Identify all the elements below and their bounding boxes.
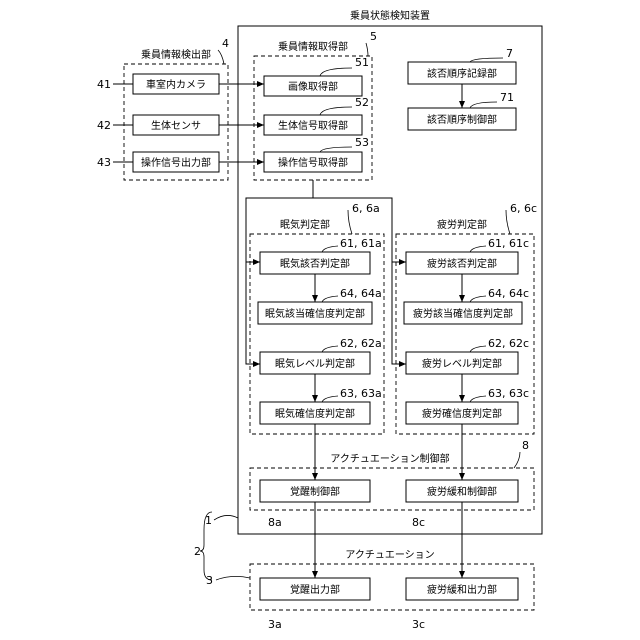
- acquirer-operation-label: 操作信号取得部: [278, 156, 348, 169]
- fatigue-confidence-ref: 63, 63c: [488, 387, 529, 400]
- detection-group-leader: [218, 50, 224, 64]
- order-record-label: 該否順序記録部: [427, 67, 497, 80]
- fatigue-group-ref: 6, 6c: [510, 202, 537, 215]
- actuation-ref: 3: [206, 574, 213, 587]
- sensor-bio-ref: 42: [97, 119, 111, 132]
- drowsiness-level-ref: 62, 62a: [340, 337, 382, 350]
- acquirer-operation-ref: 53: [355, 136, 369, 149]
- drowsiness-presence-ref: 61, 61a: [340, 237, 382, 250]
- sensor-operation-label: 操作信号出力部: [141, 156, 211, 169]
- drowsiness-presence-confidence-ref: 64, 64a: [340, 287, 382, 300]
- order-control-ref: 71: [500, 91, 514, 104]
- actuation-control-ref: 8: [522, 439, 529, 452]
- acquirer-bio-label: 生体信号取得部: [278, 119, 348, 132]
- device-title: 乗員状態検知装置: [350, 9, 430, 22]
- drowsiness-confidence-label: 眠気確信度判定部: [275, 407, 355, 420]
- sensor-camera-ref: 41: [97, 78, 111, 91]
- drowsiness-presence-label: 眠気該否判定部: [280, 257, 350, 270]
- awakening-output-ref: 3a: [268, 618, 282, 631]
- fatigue-presence-label: 疲労該否判定部: [427, 257, 497, 270]
- actuation-control-title: アクチュエーション制御部: [330, 452, 449, 465]
- fatigue-level-label: 疲労レベル判定部: [422, 357, 502, 370]
- order-record-ref: 7: [506, 47, 513, 60]
- order-control-label: 該否順序制御部: [427, 113, 497, 126]
- actuation-title: アクチュエーション: [345, 549, 434, 561]
- fatigue-relief-control-label: 疲労緩和制御部: [427, 485, 497, 498]
- drowsiness-group-title: 眠気判定部: [280, 218, 330, 231]
- detection-group-ref: 4: [222, 37, 229, 50]
- fatigue-group-title: 疲労判定部: [437, 218, 487, 231]
- drowsiness-group-ref: 6, 6a: [352, 202, 380, 215]
- acquirer-image-ref: 51: [355, 56, 369, 69]
- fatigue-presence-confidence-label: 疲労該当確信度判定部: [413, 307, 513, 320]
- drowsiness-level-label: 眠気レベル判定部: [275, 357, 355, 370]
- fatigue-presence-ref: 61, 61c: [488, 237, 529, 250]
- fatigue-relief-control-ref: 8c: [412, 516, 425, 529]
- sensor-bio-label: 生体センサ: [151, 119, 201, 132]
- awakening-control-ref: 8a: [268, 516, 282, 529]
- detection-group-title: 乗員情報検出部: [141, 48, 211, 61]
- device-ref-leader: [214, 515, 238, 520]
- acquirer-bio-ref: 52: [355, 96, 369, 109]
- fatigue-level-ref: 62, 62c: [488, 337, 529, 350]
- actuation-ref-leader: [216, 576, 250, 580]
- acquisition-group-ref: 5: [370, 30, 377, 43]
- fatigue-presence-confidence-ref: 64, 64c: [488, 287, 529, 300]
- sensor-camera-label: 車室内カメラ: [146, 78, 206, 91]
- awakening-control-label: 覚醒制御部: [290, 485, 340, 498]
- awakening-output-label: 覚醒出力部: [290, 583, 340, 596]
- acquirer-image-label: 画像取得部: [288, 80, 338, 93]
- fatigue-relief-output-label: 疲労緩和出力部: [427, 583, 497, 596]
- system-ref: 2: [194, 545, 201, 558]
- fatigue-relief-output-ref: 3c: [412, 618, 425, 631]
- acquisition-group-title: 乗員情報取得部: [278, 40, 348, 53]
- fatigue-confidence-label: 疲労確信度判定部: [422, 407, 502, 420]
- drowsiness-confidence-ref: 63, 63a: [340, 387, 382, 400]
- drowsiness-presence-confidence-label: 眠気該当確信度判定部: [265, 307, 365, 320]
- sensor-operation-ref: 43: [97, 156, 111, 169]
